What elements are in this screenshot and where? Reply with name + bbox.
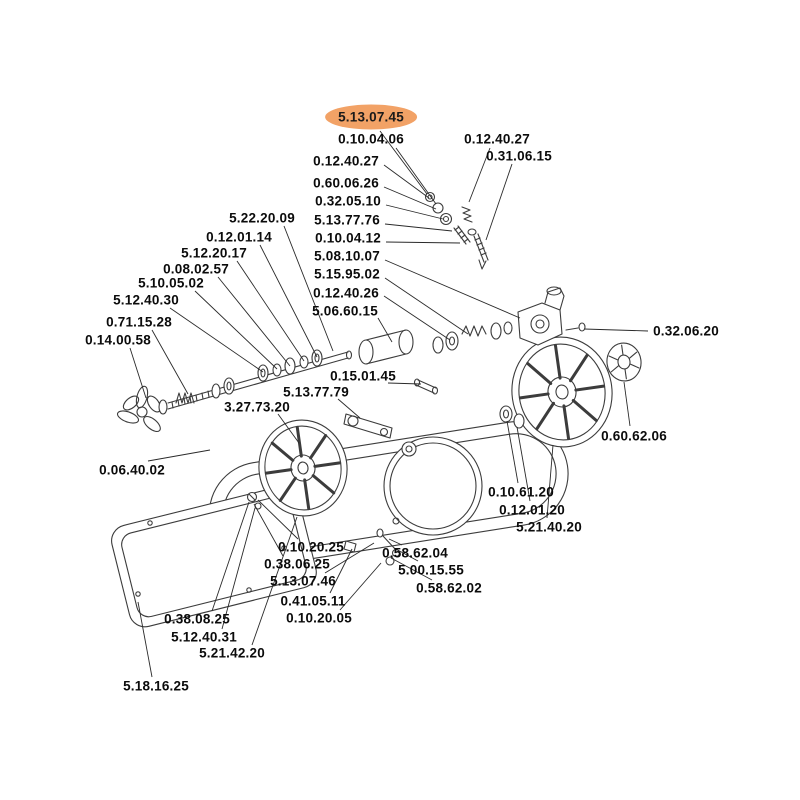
pulley-washers bbox=[499, 405, 525, 429]
part-label[interactable]: 5.10.05.02 bbox=[138, 275, 204, 291]
part-label[interactable]: 0.12.01.20 bbox=[499, 502, 565, 518]
tensioner-bracket bbox=[343, 413, 393, 439]
part-label[interactable]: 0.31.06.15 bbox=[486, 148, 552, 164]
shaft-washers bbox=[257, 349, 323, 382]
part-label[interactable]: 0.12.01.14 bbox=[206, 229, 272, 245]
part-label[interactable]: 0.10.04.12 bbox=[315, 230, 381, 246]
part-label[interactable]: 0.10.20.25 bbox=[278, 539, 344, 555]
part-label[interactable]: 0.12.40.26 bbox=[313, 285, 379, 301]
part-label[interactable]: 0.38.06.25 bbox=[264, 556, 330, 572]
part-label[interactable]: 5.13.77.76 bbox=[314, 212, 380, 228]
part-label[interactable]: 0.32.05.10 bbox=[315, 193, 381, 209]
part-label[interactable]: 0.58.62.02 bbox=[416, 580, 482, 596]
part-label[interactable]: 5.15.95.02 bbox=[314, 266, 380, 282]
bottom-cover-panel bbox=[111, 485, 317, 628]
part-label[interactable]: 5.12.40.30 bbox=[113, 292, 179, 308]
part-label[interactable]: 0.10.61.20 bbox=[488, 484, 554, 500]
part-label[interactable]: 0.15.01.45 bbox=[330, 368, 396, 384]
part-label[interactable]: 5.13.07.46 bbox=[270, 573, 336, 589]
part-label[interactable]: 5.21.42.20 bbox=[199, 645, 265, 661]
drive-shaft bbox=[158, 350, 353, 415]
right-pulley bbox=[511, 336, 613, 448]
part-label[interactable]: 5.22.20.09 bbox=[229, 210, 295, 226]
part-label[interactable]: 5.08.10.07 bbox=[314, 248, 380, 264]
part-label[interactable]: 0.12.40.27 bbox=[464, 131, 530, 147]
part-label[interactable]: 5.13.77.79 bbox=[283, 384, 349, 400]
round-cover bbox=[383, 436, 483, 536]
part-label[interactable]: 0.60.06.26 bbox=[313, 175, 379, 191]
left-pulley bbox=[258, 419, 348, 517]
part-label-highlighted[interactable]: 5.13.07.45 bbox=[325, 104, 417, 130]
pump-body bbox=[517, 286, 586, 346]
spacer-tube bbox=[358, 329, 414, 365]
impeller bbox=[116, 385, 162, 433]
part-label[interactable]: 5.18.16.25 bbox=[123, 678, 189, 694]
part-label[interactable]: 5.00.15.55 bbox=[398, 562, 464, 578]
leader-lines bbox=[129, 130, 649, 678]
part-label[interactable]: 0.32.06.20 bbox=[653, 323, 719, 339]
part-label[interactable]: 0.12.40.27 bbox=[313, 153, 379, 169]
pin bbox=[413, 378, 439, 395]
part-label[interactable]: 5.12.20.17 bbox=[181, 245, 247, 261]
part-label[interactable]: 0.38.08.25 bbox=[164, 611, 230, 627]
part-label[interactable]: 0.58.62.04 bbox=[382, 545, 448, 561]
part-label[interactable]: 0.71.15.28 bbox=[106, 314, 172, 330]
part-label[interactable]: 3.27.73.20 bbox=[224, 399, 290, 415]
part-label[interactable]: 0.41.05.11 bbox=[280, 593, 346, 609]
part-label[interactable]: 0.10.04.06 bbox=[338, 131, 404, 147]
part-label[interactable]: 0.06.40.02 bbox=[99, 462, 165, 478]
part-label[interactable]: 0.10.20.05 bbox=[286, 610, 352, 626]
part-label[interactable]: 5.12.40.31 bbox=[171, 629, 237, 645]
part-label[interactable]: 0.08.02.57 bbox=[163, 261, 229, 277]
part-label[interactable]: 5.21.40.20 bbox=[516, 519, 582, 535]
bottom-hardware bbox=[246, 491, 401, 566]
washer-spring-trail bbox=[432, 321, 513, 354]
part-label[interactable]: 0.14.00.58 bbox=[85, 332, 151, 348]
part-label[interactable]: 5.06.60.15 bbox=[312, 303, 378, 319]
ribbed-disc bbox=[606, 342, 642, 382]
part-label[interactable]: 0.60.62.06 bbox=[601, 428, 667, 444]
